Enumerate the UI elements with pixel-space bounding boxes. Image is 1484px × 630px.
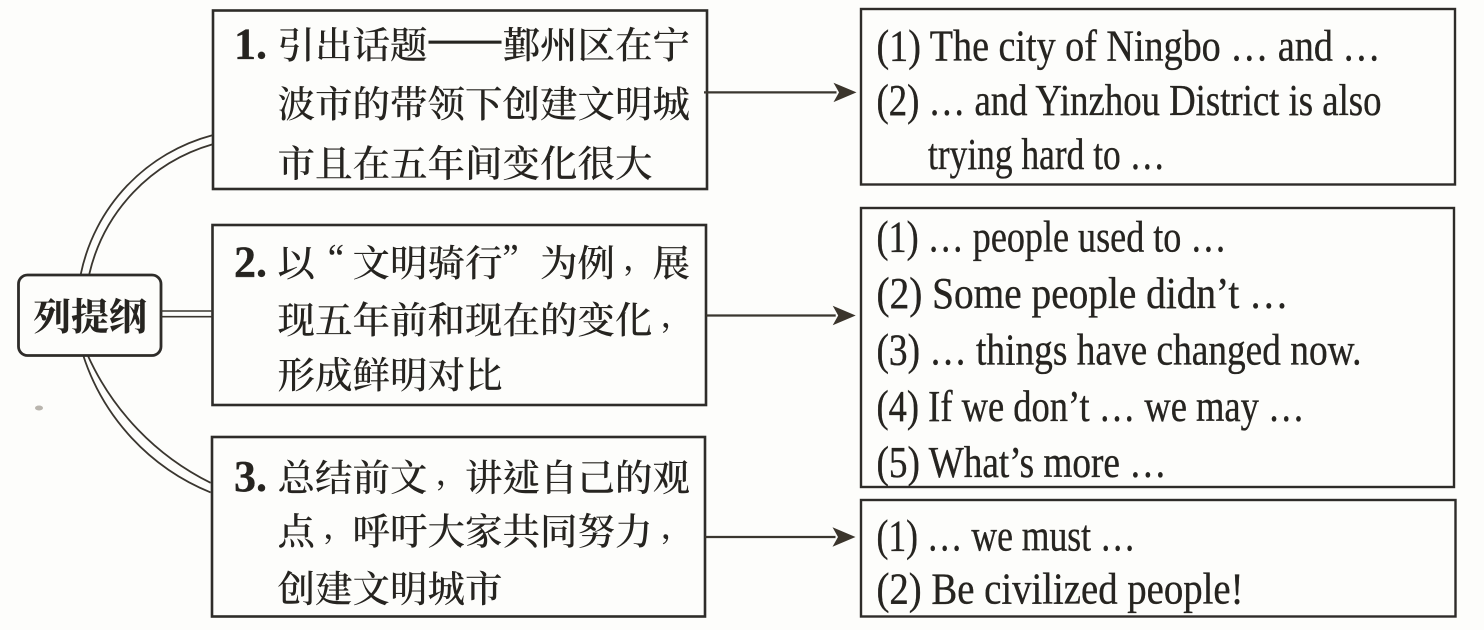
- svg-text:1.: 1.: [234, 19, 267, 68]
- svg-text:(4) If we don’t … we may …: (4) If we don’t … we may …: [877, 382, 1305, 431]
- svg-text:(5) What’s more …: (5) What’s more …: [877, 438, 1167, 487]
- svg-text:2.: 2.: [234, 237, 267, 286]
- svg-text:(1) The city of Ningbo … and …: (1) The city of Ningbo … and …: [877, 22, 1381, 71]
- svg-text:(2) Be civilized people!: (2) Be civilized people!: [877, 565, 1244, 614]
- svg-text:(2) … and Yinzhou District is: (2) … and Yinzhou District is also: [877, 76, 1382, 125]
- svg-text:(1) … we must …: (1) … we must …: [877, 512, 1136, 561]
- svg-text:(3) … things have changed now.: (3) … things have changed now.: [877, 326, 1362, 375]
- svg-text:trying hard to …: trying hard to …: [928, 130, 1165, 179]
- svg-text:3.: 3.: [234, 452, 267, 501]
- svg-text:(2) Some people didn’t …: (2) Some people didn’t …: [877, 269, 1289, 318]
- svg-text:(1) … people used to …: (1) … people used to …: [877, 213, 1227, 262]
